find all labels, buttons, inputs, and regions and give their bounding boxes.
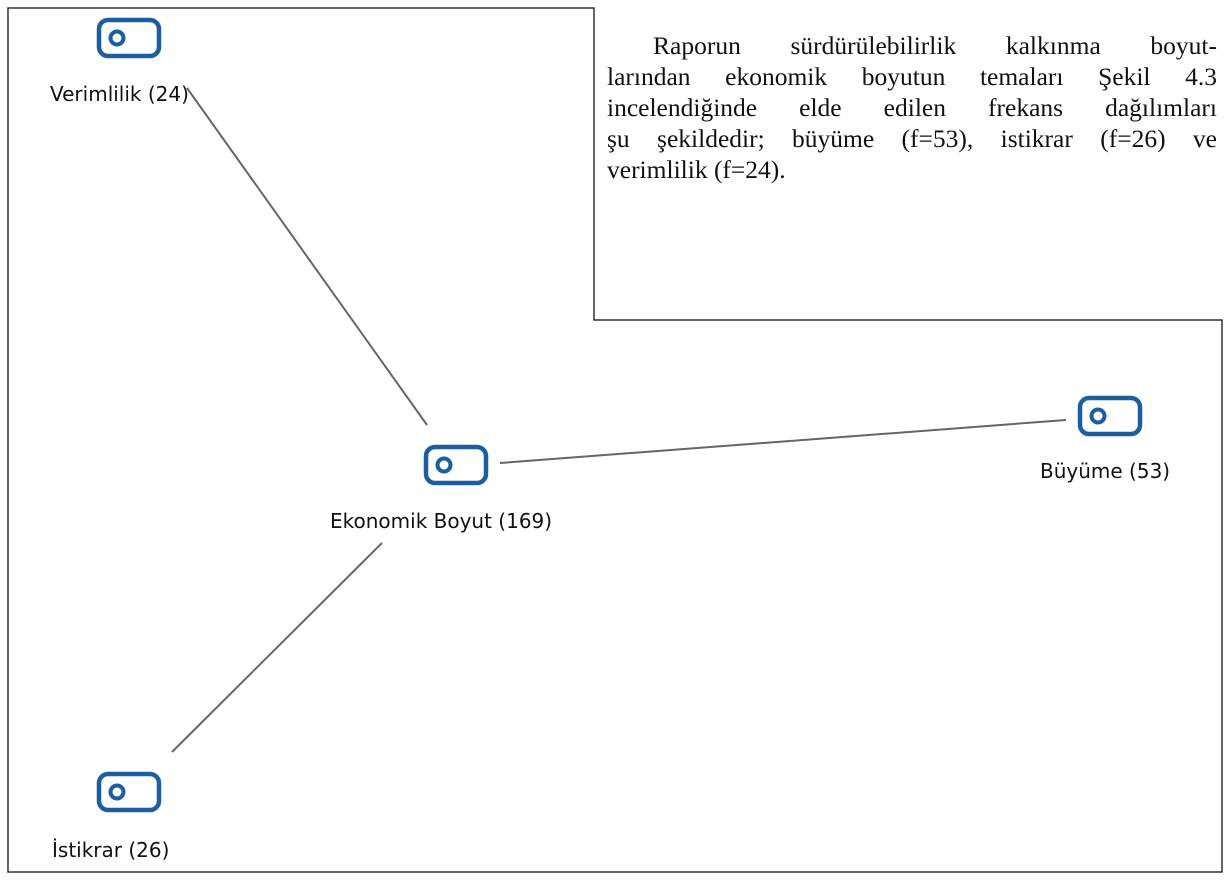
- description-paragraph: Raporun sürdürülebilirlik kalkınma boyut…: [607, 30, 1217, 185]
- paragraph-line: verimlilik (f=24).: [607, 155, 786, 184]
- edge-verimlilik: [186, 87, 428, 426]
- paragraph-line: şu şekildedir; büyüme (f=53), istikrar (…: [607, 124, 1217, 153]
- paragraph-line: larından ekonomik boyutun temaları Şekil…: [607, 62, 1217, 91]
- code-tag-icon: [426, 447, 486, 483]
- node-label-ekonomik-boyut: Ekonomik Boyut (169): [330, 509, 552, 533]
- edge-istikrar: [171, 542, 383, 753]
- node-ekonomik-boyut[interactable]: Ekonomik Boyut (169): [330, 447, 552, 533]
- code-tag-icon: [99, 20, 159, 56]
- node-verimlilik[interactable]: Verimlilik (24): [50, 20, 189, 106]
- code-tag-icon: [1080, 398, 1140, 434]
- paragraph-line: Raporun sürdürülebilirlik kalkınma boyut…: [653, 31, 1217, 60]
- node-buyume[interactable]: Büyüme (53): [1040, 398, 1170, 483]
- code-tag-icon: [99, 774, 159, 810]
- paragraph-line: incelendiğinde elde edilen frekans dağıl…: [607, 93, 1217, 122]
- edge-buyume: [499, 419, 1067, 464]
- node-label-buyume: Büyüme (53): [1040, 459, 1170, 483]
- diagram-frame: [7, 7, 1223, 873]
- node-label-istikrar: İstikrar (26): [52, 838, 169, 862]
- node-istikrar[interactable]: İstikrar (26): [52, 774, 169, 862]
- node-label-verimlilik: Verimlilik (24): [50, 82, 189, 106]
